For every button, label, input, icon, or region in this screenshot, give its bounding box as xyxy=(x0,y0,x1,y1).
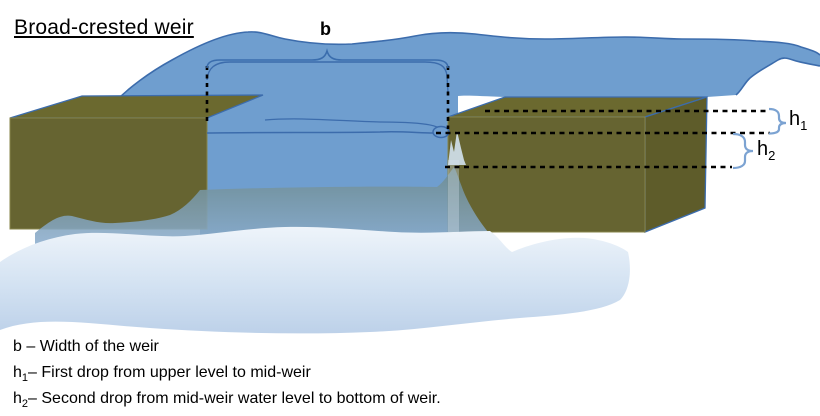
legend-h2-text: – Second drop from mid-weir water level … xyxy=(28,390,441,407)
water-outline xyxy=(112,31,820,105)
legend-h1-sub: 1 xyxy=(21,372,29,385)
h1-label: h1 xyxy=(789,108,808,133)
legend-h1-symbol: h xyxy=(13,364,22,381)
right-weir-side-face xyxy=(644,96,708,233)
legend-b-text: – Width of the weir xyxy=(21,338,159,355)
h2-brace xyxy=(732,132,754,170)
deep-water-mass xyxy=(35,167,488,245)
h1-label-base: h xyxy=(789,108,801,130)
legend-line-h2: h2– Second drop from mid-weir water leve… xyxy=(13,386,441,412)
crest-water-line xyxy=(264,118,438,128)
h2-label-sub: 2 xyxy=(768,148,776,163)
h2-label: h2 xyxy=(757,138,776,163)
legend-b-symbol: b xyxy=(13,338,22,355)
legend-h2-symbol: h xyxy=(13,390,22,407)
legend-line-b: b – Width of the weir xyxy=(13,334,441,360)
legend: b – Width of the weir h1– First drop fro… xyxy=(13,334,441,412)
h1-label-sub: 1 xyxy=(800,118,808,133)
page-title: Broad-crested weir xyxy=(14,16,194,39)
legend-h2-sub: 2 xyxy=(21,398,29,411)
water-trickle xyxy=(448,131,466,165)
mid-water-line xyxy=(206,130,434,134)
b-brace xyxy=(206,48,449,69)
trickle-wash xyxy=(448,160,459,232)
legend-h1-text: – First drop from upper level to mid-wei… xyxy=(28,364,311,381)
h2-label-base: h xyxy=(757,138,769,160)
foam-splash xyxy=(0,226,630,334)
h1-brace xyxy=(768,107,787,135)
legend-line-h1: h1– First drop from upper level to mid-w… xyxy=(13,360,441,386)
b-width-label: b xyxy=(320,19,331,39)
notch-contour-line xyxy=(206,61,449,93)
